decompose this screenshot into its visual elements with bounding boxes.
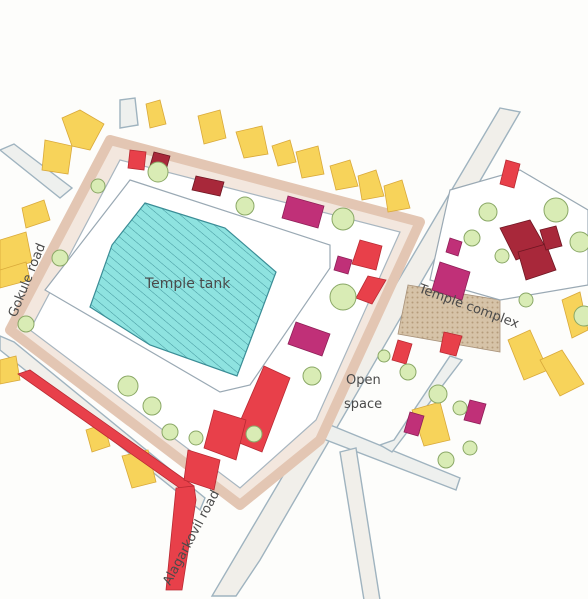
gokule-road bbox=[0, 143, 74, 199]
north-road bbox=[119, 97, 139, 129]
open-space-label-line2: space bbox=[344, 397, 382, 412]
open-space-label-line1: Open bbox=[346, 373, 381, 388]
commercial-buildings bbox=[17, 149, 521, 591]
temple-tank-label: Temple tank bbox=[144, 276, 231, 292]
institutional-buildings bbox=[281, 195, 487, 437]
trees bbox=[17, 161, 588, 469]
east-road-2 bbox=[378, 355, 464, 453]
open-space-road bbox=[339, 447, 381, 599]
temple-tank bbox=[89, 202, 277, 377]
temple-complex-paving bbox=[397, 284, 501, 353]
